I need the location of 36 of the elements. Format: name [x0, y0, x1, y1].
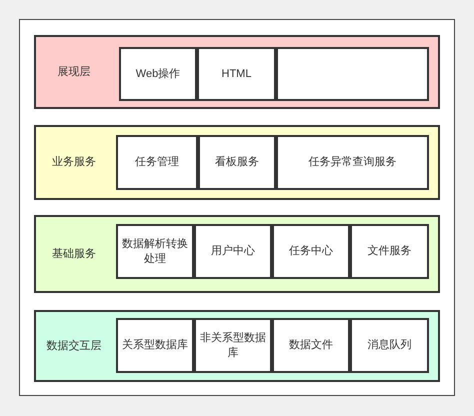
layer-band: [34, 215, 440, 293]
layer-band: [34, 35, 440, 109]
module-box: [198, 135, 276, 190]
module-box: [272, 318, 350, 373]
module-label: Web操作: [134, 66, 182, 82]
module-box: [116, 224, 194, 279]
module-label: 任务中心: [288, 244, 334, 259]
diagram-frame: [19, 19, 455, 396]
module-label: 看板服务: [214, 155, 260, 170]
layer-label: 业务服务: [51, 155, 97, 170]
module-label: HTML: [220, 66, 252, 82]
module-label: 非关系型数据库: [199, 330, 267, 360]
layer-band: [34, 125, 440, 200]
module-label: 文件服务: [366, 244, 412, 259]
module-label: 任务管理: [134, 155, 180, 170]
layer-label: 数据交互层: [46, 338, 102, 354]
layer-label: 展现层: [56, 64, 92, 80]
module-box: [272, 224, 350, 279]
module-box: [116, 318, 194, 373]
layer-label: 基础服务: [51, 246, 97, 262]
module-label: 数据文件: [288, 338, 334, 353]
module-box: [276, 135, 429, 190]
module-label: 任务异常查询服务: [308, 155, 398, 170]
module-label: 用户中心: [210, 244, 256, 259]
module-box: [350, 224, 429, 279]
module-box: [119, 47, 197, 101]
layer-band: [34, 310, 440, 382]
module-box: [197, 47, 276, 101]
module-box: [350, 318, 429, 373]
module-box: [116, 135, 198, 190]
module-box: [194, 318, 272, 373]
module-label: 数据解析转换处理: [121, 236, 189, 266]
module-box: [276, 47, 429, 101]
module-box: [194, 224, 272, 279]
module-label: 关系型数据库: [121, 338, 189, 353]
module-label: 消息队列: [366, 338, 412, 353]
